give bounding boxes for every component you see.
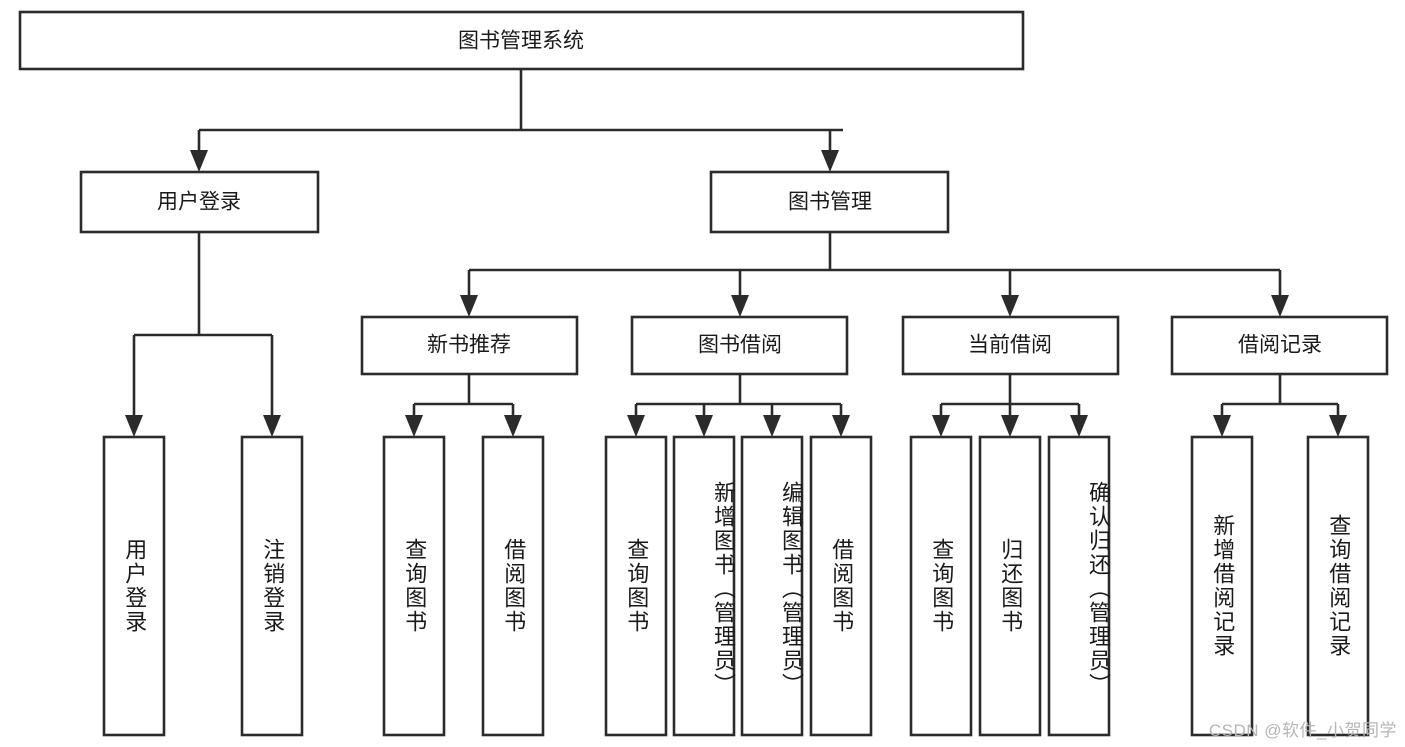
arrow-to-new-book [460, 295, 478, 317]
edge-book-borrow-to-leaves [627, 374, 850, 437]
arrow-leaf-9 [932, 415, 950, 437]
leaf-box-user-login[interactable] [102, 435, 166, 737]
book-manage-label: 图书管理 [788, 191, 872, 214]
book-borrow-label: 图书借阅 [698, 334, 782, 357]
root-box[interactable] [18, 10, 1025, 71]
arrow-leaf-11 [1070, 415, 1088, 437]
leaf-box-query-book-1[interactable] [382, 435, 446, 737]
node-current-borrow[interactable]: 当前借阅 [901, 315, 1120, 376]
arrow-leaf-2 [263, 415, 281, 437]
current-borrow-label: 当前借阅 [968, 334, 1052, 357]
arrow-leaf-12 [1213, 415, 1231, 437]
node-borrow-record[interactable]: 借阅记录 [1170, 315, 1389, 376]
user-login-label: 用户登录 [157, 191, 241, 214]
leaf-box-query-record[interactable] [1306, 435, 1370, 737]
edge-user-login-to-leaves [125, 232, 281, 437]
arrow-leaf-1 [125, 415, 143, 437]
node-book-manage[interactable]: 图书管理 [709, 170, 950, 234]
leaf-box-query-book-2[interactable] [604, 435, 668, 737]
root-label: 图书管理系统 [458, 30, 584, 53]
node-root[interactable]: 图书管理系统 [18, 10, 1025, 71]
arrow-to-book-manage [821, 150, 839, 172]
arrow-leaf-13 [1329, 415, 1347, 437]
new-book-recommend-box[interactable] [360, 315, 579, 376]
leaf-box-edit-book-admin[interactable] [740, 435, 804, 737]
edge-borrow-record-to-leaves [1213, 374, 1347, 437]
leaf-box-borrow-book-2[interactable] [809, 435, 873, 737]
node-user-login[interactable]: 用户登录 [79, 170, 320, 234]
node-book-borrow[interactable]: 图书借阅 [630, 315, 849, 376]
edge-new-book-to-leaves [405, 374, 522, 437]
user-login-box[interactable] [79, 170, 320, 234]
arrow-leaf-8 [832, 415, 850, 437]
new-book-recommend-label: 新书推荐 [427, 334, 511, 357]
arrow-leaf-4 [504, 415, 522, 437]
edge-current-borrow-to-leaves [932, 374, 1088, 437]
leaf-box-confirm-return-admin[interactable] [1047, 435, 1111, 737]
edge-book-manage-to-level3 [460, 232, 1289, 317]
leaf-box-logout[interactable] [240, 435, 304, 737]
leaf-box-borrow-book-1[interactable] [481, 435, 545, 737]
leaf-box-add-record[interactable] [1190, 435, 1254, 737]
arrow-leaf-3 [405, 415, 423, 437]
leaf-box-add-book-admin[interactable] [672, 435, 736, 737]
node-new-book-recommend[interactable]: 新书推荐 [360, 315, 579, 376]
arrow-to-borrow-record [1271, 295, 1289, 317]
borrow-record-label: 借阅记录 [1238, 334, 1322, 357]
arrow-to-current-borrow [1001, 295, 1019, 317]
arrow-to-book-borrow [731, 295, 749, 317]
watermark-text: CSDN @软件_小贺同学 [1208, 721, 1397, 740]
arrow-leaf-7 [763, 415, 781, 437]
arrow-leaf-6 [695, 415, 713, 437]
leaf-box-return-book[interactable] [978, 435, 1042, 737]
leaf-box-query-book-3[interactable] [909, 435, 973, 737]
edge-root-to-level2 [190, 69, 843, 172]
arrow-leaf-10 [1001, 415, 1019, 437]
arrow-leaf-5 [627, 415, 645, 437]
arrow-to-user-login [190, 150, 208, 172]
current-borrow-box[interactable] [901, 315, 1120, 376]
